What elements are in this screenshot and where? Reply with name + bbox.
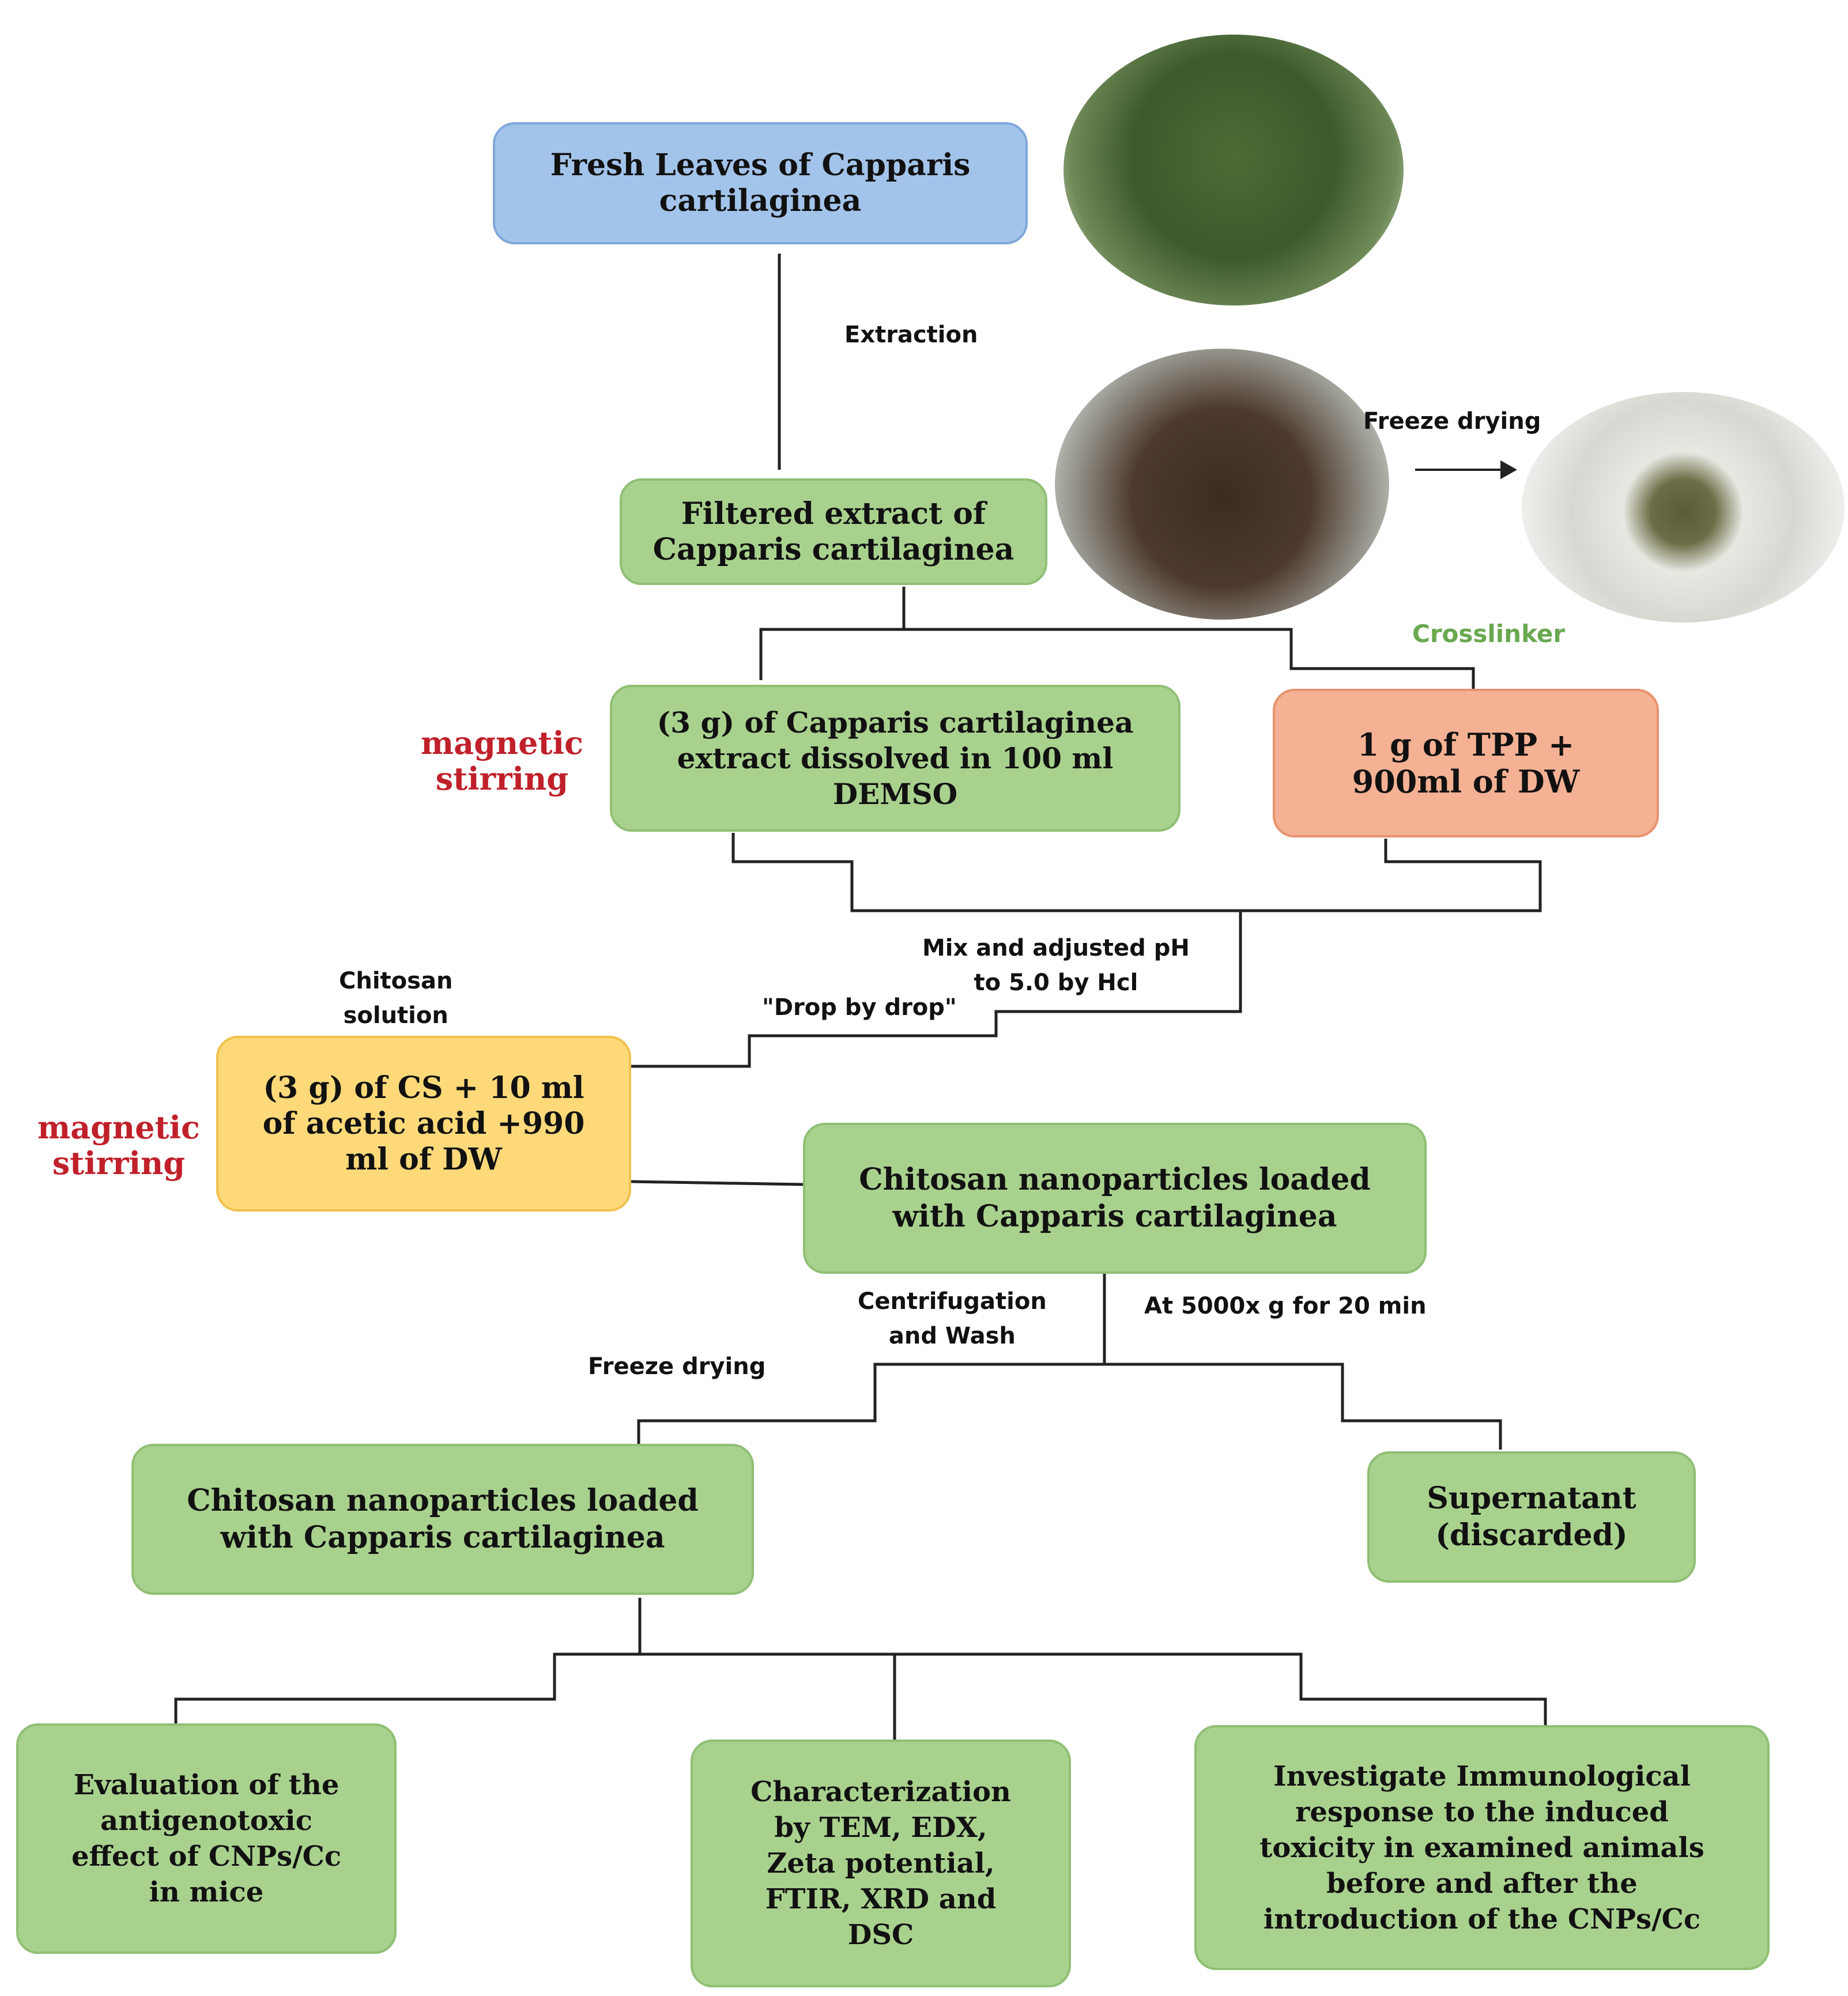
supernatant-box: Supernatant (discarded) xyxy=(1367,1451,1696,1583)
chitosan-solution-text: (3 g) of CS + 10 ml of acetic acid +990 … xyxy=(262,1070,585,1177)
dried-powder-photo xyxy=(1522,392,1845,622)
extraction-label: Extraction xyxy=(844,322,978,348)
immunological-box: Investigate Immunological response to th… xyxy=(1194,1725,1770,1970)
chitosan-solution-box: (3 g) of CS + 10 ml of acetic acid +990 … xyxy=(216,1036,631,1212)
cnps-loaded-box: Chitosan nanoparticles loaded with Cappa… xyxy=(803,1123,1427,1274)
tpp-box: 1 g of TPP + 900ml of DW xyxy=(1273,689,1659,837)
evaluation-text: Evaluation of the antigenotoxic effect o… xyxy=(71,1769,342,1908)
magnetic-stirring-label-1: magnetic stirring xyxy=(421,725,583,797)
extract-dissolved-text: (3 g) of Capparis cartilaginea extract d… xyxy=(657,705,1134,811)
cnps-freeze-dried-box: Chitosan nanoparticles loaded with Cappa… xyxy=(131,1444,754,1595)
speed-label: At 5000x g for 20 min xyxy=(1144,1293,1427,1319)
chitosan-solution-label: Chitosan solution xyxy=(339,968,453,1029)
freeze-drying-top-label: Freeze drying xyxy=(1363,408,1541,435)
extraction-apparatus-photo xyxy=(1055,349,1389,620)
centrifugation-label: Centrifugation and Wash xyxy=(858,1288,1047,1349)
fresh-leaves-box: Fresh Leaves of Capparis cartilaginea xyxy=(493,122,1028,244)
filtered-extract-text: Filtered extract of Capparis cartilagine… xyxy=(653,496,1014,567)
cnps-loaded-text: Chitosan nanoparticles loaded with Cappa… xyxy=(859,1162,1371,1234)
evaluation-box: Evaluation of the antigenotoxic effect o… xyxy=(16,1723,397,1954)
drop-by-drop-label: "Drop by drop" xyxy=(762,994,957,1021)
supernatant-text: Supernatant (discarded) xyxy=(1427,1481,1636,1553)
immunological-text: Investigate Immunological response to th… xyxy=(1259,1760,1704,1935)
magnetic-stirring-label-2: magnetic stirring xyxy=(37,1109,200,1182)
characterization-text: Characterization by TEM, EDX, Zeta poten… xyxy=(750,1776,1011,1951)
fresh-leaves-text: Fresh Leaves of Capparis cartilaginea xyxy=(550,148,971,218)
extract-dissolved-box: (3 g) of Capparis cartilaginea extract d… xyxy=(610,685,1181,832)
freeze-drying-bottom-label: Freeze drying xyxy=(588,1353,766,1380)
cnps-freeze-dried-text: Chitosan nanoparticles loaded with Cappa… xyxy=(187,1483,699,1555)
filtered-extract-box: Filtered extract of Capparis cartilagine… xyxy=(620,478,1047,585)
tpp-text: 1 g of TPP + 900ml of DW xyxy=(1352,726,1580,800)
crosslinker-label: Crosslinker xyxy=(1412,620,1566,648)
mix-adjusted-label: Mix and adjusted pH to 5.0 by Hcl xyxy=(922,935,1190,996)
capparis-plant-photo xyxy=(1063,35,1404,305)
characterization-box: Characterization by TEM, EDX, Zeta poten… xyxy=(691,1740,1071,1987)
